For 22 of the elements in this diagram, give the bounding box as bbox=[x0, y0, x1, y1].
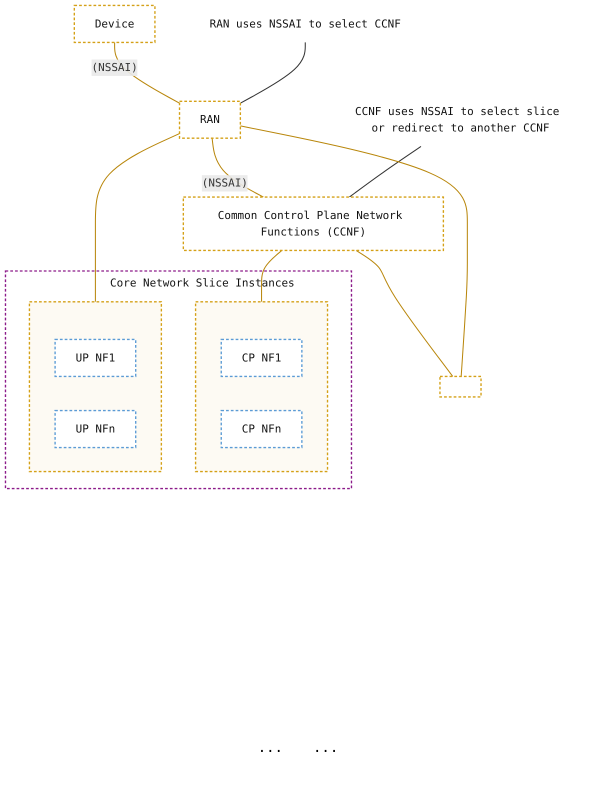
node-box bbox=[439, 376, 482, 398]
node-text: RAN uses NSSAI to select CCNF bbox=[210, 17, 401, 30]
connector bbox=[261, 250, 282, 302]
ellipsis-note: ... bbox=[313, 740, 338, 756]
connector bbox=[94, 133, 180, 302]
connector bbox=[240, 125, 468, 376]
ellipsis-note: ... bbox=[258, 740, 283, 756]
cluster bbox=[194, 301, 328, 472]
node-box: RAN bbox=[178, 100, 242, 139]
node-box: Device bbox=[74, 4, 156, 44]
edge-label: (NSSAI) bbox=[202, 176, 248, 190]
connector bbox=[240, 42, 306, 104]
connector bbox=[349, 146, 422, 198]
node-box: CP NF1 bbox=[220, 338, 303, 378]
node-box: UP NF1 bbox=[54, 338, 136, 378]
cluster bbox=[28, 301, 162, 472]
node-box: UP NFn bbox=[54, 410, 136, 448]
connector bbox=[356, 250, 454, 377]
node-box: CP NFn bbox=[220, 410, 303, 448]
node-box: Common Control Plane Network Functions (CCNF) bbox=[182, 196, 444, 252]
node-text: CCNF uses NSSAI to select slice or redirect to another CCNF bbox=[355, 104, 560, 134]
edge-label: (NSSAI) bbox=[92, 60, 138, 74]
